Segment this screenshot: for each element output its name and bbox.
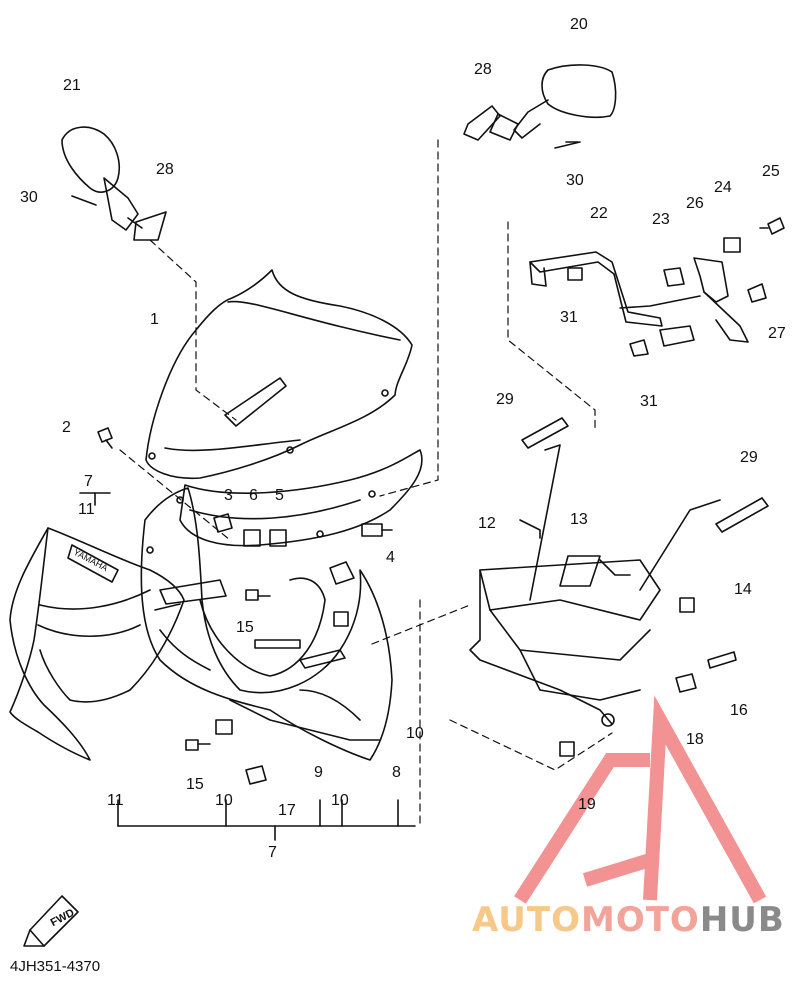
part-label-11-top: 11 (78, 501, 95, 518)
watermark-text: AUTOMOTOHUB (472, 900, 785, 940)
part-label-20: 20 (570, 16, 588, 33)
part-label-23: 23 (652, 211, 670, 228)
lower-cowling-assembly (140, 487, 393, 761)
part-label-10-c: 10 (215, 792, 233, 809)
part-label-1: 1 (150, 311, 159, 328)
part-label-21: 21 (63, 77, 81, 94)
part-label-13: 13 (570, 511, 588, 528)
main-stay-frame (469, 444, 721, 727)
callout-bracket-7 (79, 492, 416, 841)
part-label-10-a: 10 (406, 725, 424, 742)
part-label-31-b: 31 (640, 393, 658, 410)
part-label-7-bottom: 7 (268, 844, 277, 861)
windscreen (145, 269, 413, 480)
part-label-7-top: 7 (84, 473, 93, 490)
part-label-19: 19 (578, 796, 596, 813)
part-label-30-left: 30 (20, 189, 38, 206)
mirror-left (61, 126, 167, 241)
part-label-8: 8 (392, 764, 401, 781)
part-label-29-a: 29 (496, 391, 514, 408)
part-label-2: 2 (62, 419, 71, 436)
inner-fairing-panel (179, 449, 423, 547)
part-label-3: 3 (224, 487, 233, 504)
part-label-15-b: 15 (186, 776, 204, 793)
watermark-text-moto: MOTO (580, 900, 700, 940)
part-label-16: 16 (730, 702, 748, 719)
part-label-10-b: 10 (331, 792, 349, 809)
watermark-logo-triangle (514, 695, 767, 904)
watermark-text-auto: AUTO (472, 900, 581, 940)
part-label-24: 24 (714, 179, 732, 196)
part-label-4: 4 (386, 549, 395, 566)
leader-lines (119, 139, 613, 826)
part-label-22: 22 (590, 205, 608, 222)
part-label-14: 14 (734, 581, 752, 598)
fairing-cowling-side (9, 527, 185, 761)
part-label-25: 25 (762, 163, 780, 180)
part-label-6: 6 (249, 487, 258, 504)
part-label-29-b: 29 (740, 449, 758, 466)
mirror-right (463, 64, 617, 149)
part-label-30-right: 30 (566, 172, 584, 189)
part-label-28-left: 28 (156, 161, 174, 178)
mirror-stay-bracket (529, 217, 785, 357)
part-label-5: 5 (275, 487, 284, 504)
watermark-text-hub: HUB (699, 900, 785, 940)
part-label-31-a: 31 (560, 309, 578, 326)
part-label-15-a: 15 (236, 619, 254, 636)
catalog-code: 4JH351-4370 (10, 958, 101, 975)
part-label-11-bottom: 11 (107, 792, 124, 809)
part-label-17: 17 (278, 802, 296, 819)
forward-direction-arrow (23, 895, 79, 947)
part-label-28-right: 28 (474, 61, 492, 78)
part-label-18: 18 (686, 731, 704, 748)
part-label-9: 9 (314, 764, 323, 781)
part-label-26: 26 (686, 195, 704, 212)
bracket-plates (521, 417, 769, 757)
part-label-12: 12 (478, 515, 496, 532)
part-label-27: 27 (768, 325, 786, 342)
hardware-fasteners (97, 141, 579, 785)
